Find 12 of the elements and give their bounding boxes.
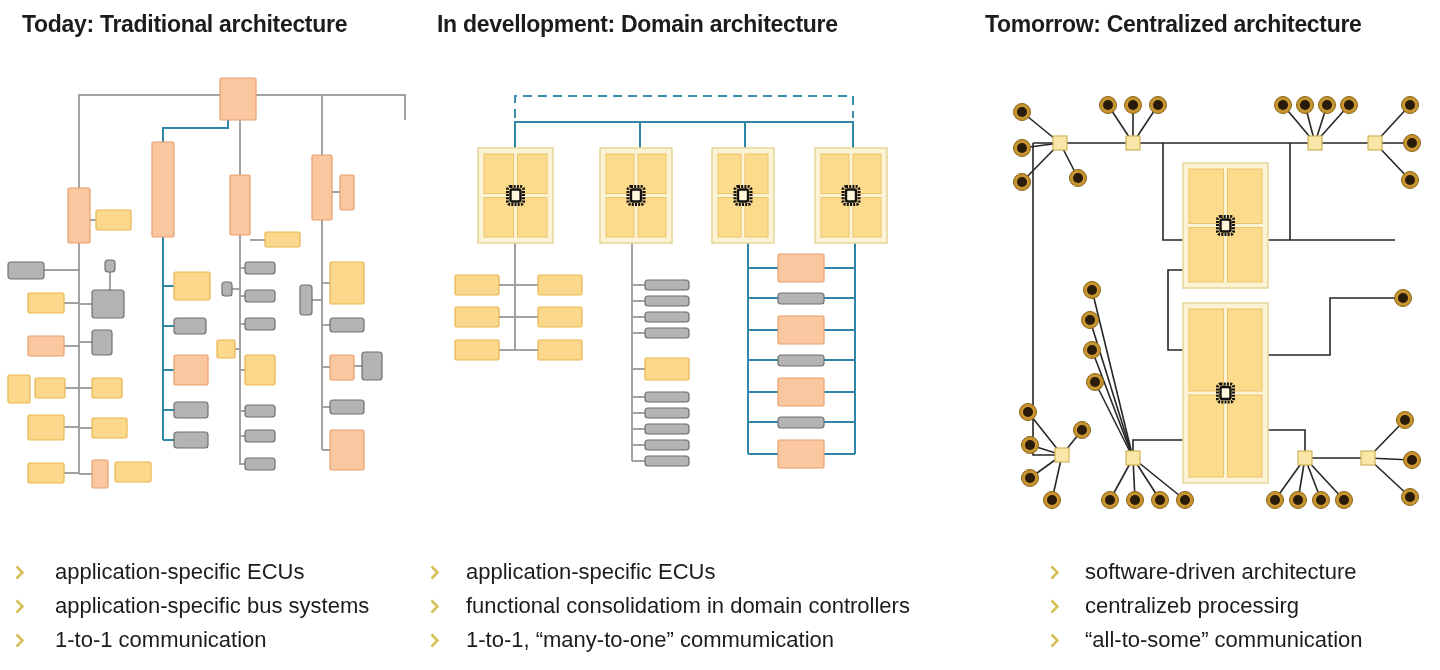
bullet-text: functional consolidatiom in domain controllers: [466, 592, 910, 620]
bullet-text: application-specific bus systems: [55, 592, 370, 620]
panel-heading: Tomorrow: Centralized architecture: [985, 10, 1362, 38]
bullet-text: software-driven architecture: [1085, 558, 1357, 586]
bullet-text: “all-to-some” communication: [1085, 626, 1363, 654]
panel-heading: Today: Traditional architecture: [22, 10, 348, 38]
bullet-text: 1-to-1, “many-to-one” commumication: [466, 626, 834, 654]
bullet-text: application-specific ECUs: [466, 558, 716, 586]
bullet-text: application-specific ECUs: [55, 558, 305, 586]
bullet-text: 1-to-1 communication: [55, 626, 267, 654]
panel-heading: In devellopment: Domain architecture: [437, 10, 838, 38]
bullet-text: centralizeb processirg: [1085, 592, 1299, 620]
